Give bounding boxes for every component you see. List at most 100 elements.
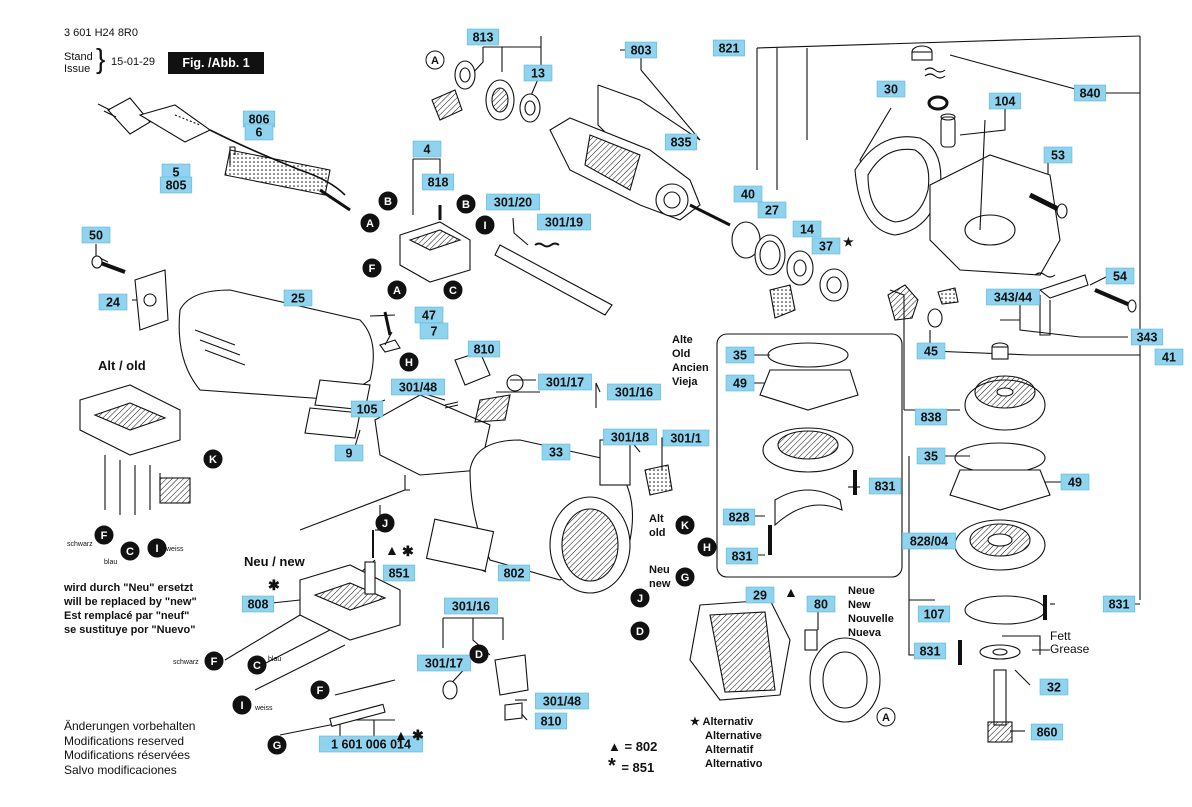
power-plug xyxy=(97,97,212,143)
tag-301-19: 301/19 xyxy=(537,213,591,231)
svg-text:35: 35 xyxy=(924,450,938,464)
svg-text:K: K xyxy=(209,454,217,466)
svg-text:53: 53 xyxy=(1051,149,1065,163)
svg-text:35: 35 xyxy=(733,349,747,363)
svg-text:32: 32 xyxy=(1047,681,1061,695)
svg-text:50: 50 xyxy=(89,229,103,243)
legend-802-text: = 802 xyxy=(624,739,658,754)
new-lang-en: New xyxy=(848,599,871,611)
bearing-14 xyxy=(786,250,814,286)
tag-301-16: 301/16 xyxy=(607,383,661,401)
schwarz-label-top: schwarz xyxy=(67,541,93,548)
switch-rod-301-20 xyxy=(494,244,613,316)
tag-806: 806 xyxy=(242,110,276,128)
svg-text:805: 805 xyxy=(166,179,187,193)
svg-text:37: 37 xyxy=(819,240,833,254)
svg-text:818: 818 xyxy=(428,176,449,190)
svg-text:301/48: 301/48 xyxy=(543,695,581,709)
lock-nut-37 xyxy=(819,268,849,302)
svg-text:H: H xyxy=(405,357,413,369)
tag-33: 33 xyxy=(541,443,571,461)
screw-50 xyxy=(91,255,126,274)
svg-text:343/44: 343/44 xyxy=(994,291,1032,305)
svg-text:828/04: 828/04 xyxy=(910,535,948,549)
alt-variant-box xyxy=(716,333,903,578)
bearing-13 xyxy=(519,93,541,123)
tag-808: 808 xyxy=(241,595,275,613)
svg-text:30: 30 xyxy=(884,83,898,97)
legend-851: * = 851 xyxy=(608,756,654,776)
connector-g-bubble: G xyxy=(267,735,287,755)
old-language-block: Alte Old Ancien Vieja xyxy=(672,333,709,389)
screw-47 xyxy=(383,311,392,336)
svg-text:4: 4 xyxy=(424,143,431,157)
small-gear-part xyxy=(937,287,959,305)
tag-49: 49 xyxy=(725,374,755,392)
svg-text:49: 49 xyxy=(733,377,747,391)
svg-text:41: 41 xyxy=(1162,351,1176,365)
part-code: 3 601 H24 8R0 xyxy=(64,27,138,39)
tag-301-48: 301/48 xyxy=(391,378,445,396)
tag-30: 30 xyxy=(876,80,906,98)
tag-301-16: 301/16 xyxy=(444,597,498,615)
tag-107: 107 xyxy=(917,605,951,623)
svg-text:F: F xyxy=(369,263,376,275)
svg-text:828: 828 xyxy=(729,511,750,525)
bearing-cover-29 xyxy=(804,629,881,723)
modifications-es: Salvo modificaciones xyxy=(64,762,177,777)
symbol-mark: ★ xyxy=(843,235,854,249)
svg-text:301/1: 301/1 xyxy=(670,432,701,446)
old-small-line: old xyxy=(649,527,666,539)
tag-805: 805 xyxy=(159,176,193,194)
weiss-label-top: weiss xyxy=(166,546,184,553)
svg-text:802: 802 xyxy=(504,567,525,581)
pinion xyxy=(887,284,943,328)
side-plate-24 xyxy=(134,269,169,331)
symbol-mark: ▲ xyxy=(784,584,798,600)
svg-text:9: 9 xyxy=(346,447,353,461)
svg-text:B: B xyxy=(384,196,392,208)
motor-housing-301-1 xyxy=(374,394,633,594)
svg-text:831: 831 xyxy=(1109,598,1130,612)
tag-835: 835 xyxy=(664,133,698,151)
tag-828-04: 828/04 xyxy=(902,532,956,550)
tag-813: 813 xyxy=(466,28,500,46)
tag-7: 7 xyxy=(419,322,449,340)
guard-30 xyxy=(854,136,942,236)
connector-a-bubble: A xyxy=(425,50,445,70)
svg-text:25: 25 xyxy=(291,292,305,306)
svg-text:D: D xyxy=(636,626,644,638)
svg-text:803: 803 xyxy=(631,44,652,58)
svg-text:J: J xyxy=(382,518,388,530)
flange-assembly-right xyxy=(949,442,1051,625)
svg-text:K: K xyxy=(681,520,689,532)
tag-831: 831 xyxy=(725,547,759,565)
svg-text:838: 838 xyxy=(921,411,942,425)
svg-text:104: 104 xyxy=(995,95,1016,109)
tag-41: 41 xyxy=(1154,348,1184,366)
svg-text:860: 860 xyxy=(1037,726,1058,740)
tag-301-18: 301/18 xyxy=(603,428,657,446)
svg-text:7: 7 xyxy=(431,325,438,339)
old-lang-es: Vieja xyxy=(672,376,698,388)
svg-text:301/17: 301/17 xyxy=(425,657,463,671)
spring-301-19 xyxy=(534,242,560,248)
figure-label: Fig. /Abb. 1 xyxy=(168,52,264,74)
symbol-marks: ★▲✱▲✱▲✱ xyxy=(268,235,854,743)
blau-label-top: blau xyxy=(104,559,118,566)
stator-802 xyxy=(689,599,791,701)
svg-text:C: C xyxy=(126,546,134,558)
tag-27: 27 xyxy=(757,201,787,219)
svg-text:29: 29 xyxy=(753,589,767,603)
svg-text:D: D xyxy=(475,649,483,661)
svg-text:301/48: 301/48 xyxy=(399,381,437,395)
fett-label: Fett xyxy=(1050,629,1071,643)
part-301-18 xyxy=(644,464,673,496)
svg-text:813: 813 xyxy=(473,31,494,45)
connector-h-bubble: H xyxy=(697,537,717,557)
neu-small-line: Neu xyxy=(649,564,670,576)
replaced-note: wird durch "Neu" ersetzt will be replace… xyxy=(64,581,197,637)
tag-831: 831 xyxy=(913,642,947,660)
